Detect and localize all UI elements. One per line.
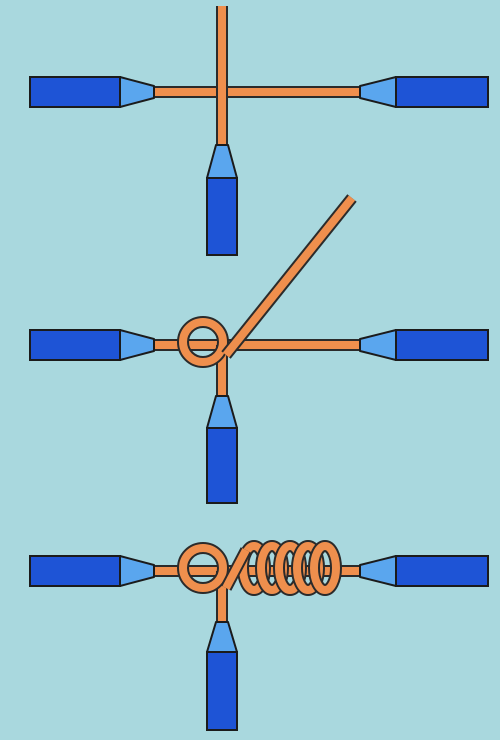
bottom-insulated-wire (206, 621, 238, 731)
right-insulated-wire (359, 555, 489, 587)
stage-3-wire-wound-coil (29, 540, 489, 731)
wire-coil-windings (220, 540, 342, 596)
wire-loop (177, 316, 229, 368)
bottom-insulated-wire (206, 395, 238, 504)
left-insulated-wire (29, 329, 155, 361)
stage-1-wires-crossed (29, 6, 489, 256)
left-insulated-wire (29, 76, 155, 108)
bottom-insulated-wire (206, 144, 238, 256)
right-insulated-wire (359, 329, 489, 361)
wire-loop (177, 542, 229, 594)
left-insulated-wire (29, 555, 155, 587)
stage-2-loop-formed (29, 194, 489, 504)
diagonal-wire-end (221, 194, 357, 359)
right-insulated-wire (359, 76, 489, 108)
